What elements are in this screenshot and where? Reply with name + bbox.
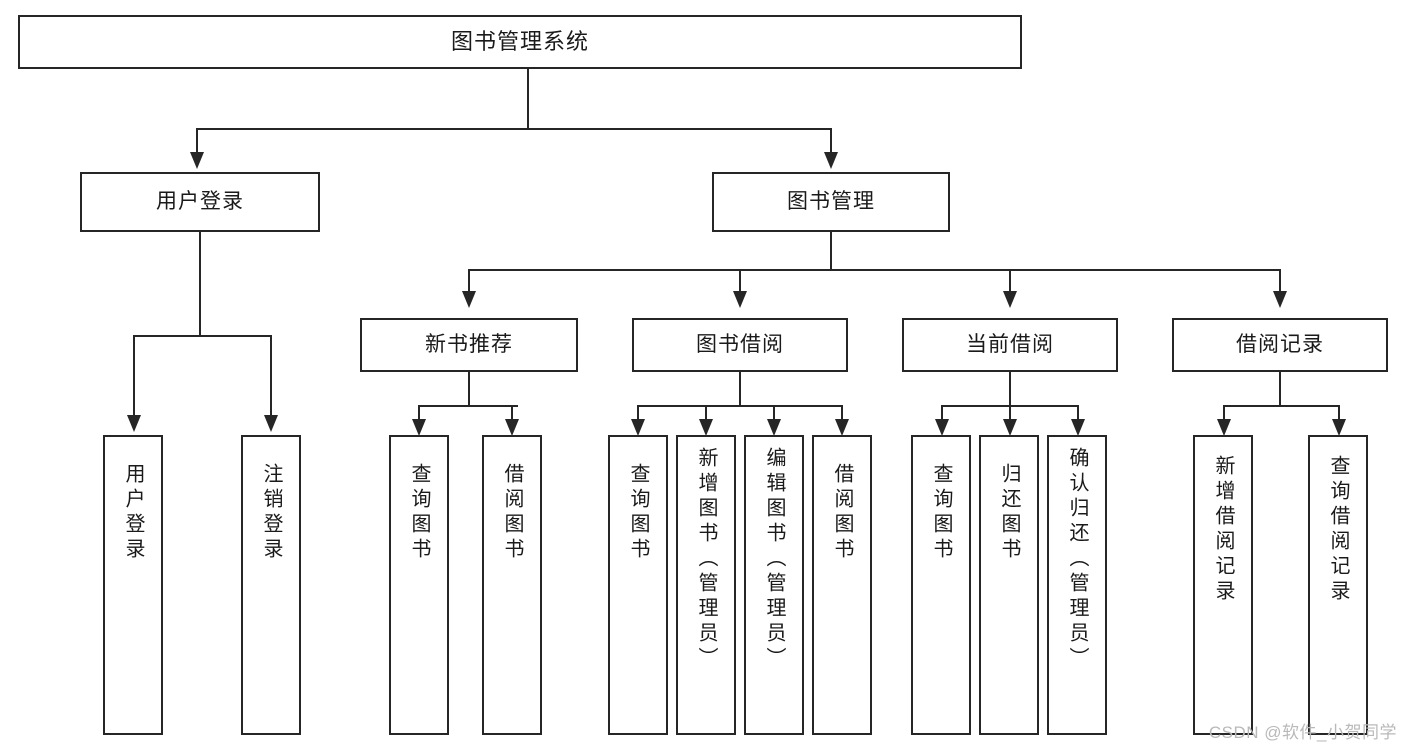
arrowhead-new-book-to-leaf-1 bbox=[412, 419, 426, 436]
leaf-label: 查询图书 bbox=[408, 463, 430, 563]
leaf-label: 用户登录 bbox=[122, 463, 144, 563]
connector-bm-to-borrow-record bbox=[1279, 269, 1281, 293]
arrowhead-book-borrow-to-leaf-3 bbox=[767, 419, 781, 436]
connector-current-borrow-to-leaf-3 bbox=[1077, 405, 1079, 421]
arrowhead-book-borrow-to-leaf-1 bbox=[631, 419, 645, 436]
arrowhead-borrow-record-to-leaf-2 bbox=[1332, 419, 1346, 436]
leaf-book-borrow-borrow-book[interactable]: 借阅图书 bbox=[812, 435, 872, 735]
leaf-label: 编辑图书（管理员） bbox=[763, 447, 785, 672]
arrowhead-book-borrow-to-leaf-2 bbox=[699, 419, 713, 436]
connector-bm-to-current-borrow bbox=[1009, 269, 1011, 293]
arrowhead-current-borrow-to-leaf-3 bbox=[1071, 419, 1085, 436]
node-book-management[interactable]: 图书管理 bbox=[712, 172, 950, 232]
arrowhead-root-to-book-management bbox=[824, 152, 838, 169]
connector-user-login-stem bbox=[199, 232, 201, 336]
leaf-label: 新增图书（管理员） bbox=[695, 447, 717, 672]
leaf-book-borrow-query-book[interactable]: 查询图书 bbox=[608, 435, 668, 735]
node-book-borrow-label: 图书借阅 bbox=[696, 332, 784, 356]
connector-current-borrow-stem bbox=[1009, 372, 1011, 406]
leaf-label: 新增借阅记录 bbox=[1212, 455, 1234, 605]
connector-borrow-record-stem bbox=[1279, 372, 1281, 406]
leaf-current-borrow-query-book[interactable]: 查询图书 bbox=[911, 435, 971, 735]
node-new-book-recommend[interactable]: 新书推荐 bbox=[360, 318, 578, 372]
node-current-borrow-label: 当前借阅 bbox=[966, 332, 1054, 356]
leaf-label: 注销登录 bbox=[260, 463, 282, 563]
leaf-label: 归还图书 bbox=[998, 463, 1020, 563]
leaf-label: 借阅图书 bbox=[831, 463, 853, 563]
node-root-label: 图书管理系统 bbox=[450, 29, 589, 55]
connector-book-borrow-to-leaf-3 bbox=[773, 405, 775, 421]
node-book-management-label: 图书管理 bbox=[787, 189, 875, 213]
arrowhead-bm-to-current-borrow bbox=[1003, 291, 1017, 308]
leaf-book-borrow-edit-book-admin[interactable]: 编辑图书（管理员） bbox=[744, 435, 804, 735]
connector-book-management-stem bbox=[830, 232, 832, 270]
node-user-login[interactable]: 用户登录 bbox=[80, 172, 320, 232]
connector-user-login-to-leaf-2 bbox=[270, 335, 272, 417]
arrowhead-current-borrow-to-leaf-2 bbox=[1003, 419, 1017, 436]
node-borrow-record-label: 借阅记录 bbox=[1236, 332, 1324, 356]
arrowhead-bm-to-borrow-record bbox=[1273, 291, 1287, 308]
node-book-borrow[interactable]: 图书借阅 bbox=[632, 318, 848, 372]
arrowhead-bm-to-book-borrow bbox=[733, 291, 747, 308]
connector-book-management-bus bbox=[468, 269, 1280, 271]
leaf-current-borrow-return-book[interactable]: 归还图书 bbox=[979, 435, 1039, 735]
leaf-user-login-login[interactable]: 用户登录 bbox=[103, 435, 163, 735]
connector-user-login-bus bbox=[133, 335, 271, 337]
arrowhead-user-login-to-leaf-2 bbox=[264, 415, 278, 432]
arrowhead-new-book-to-leaf-2 bbox=[505, 419, 519, 436]
connector-new-book-bus bbox=[418, 405, 518, 407]
connector-book-borrow-stem bbox=[739, 372, 741, 406]
node-current-borrow[interactable]: 当前借阅 bbox=[902, 318, 1118, 372]
leaf-user-login-logout[interactable]: 注销登录 bbox=[241, 435, 301, 735]
connector-book-borrow-to-leaf-1 bbox=[637, 405, 639, 421]
leaf-current-borrow-confirm-return-admin[interactable]: 确认归还（管理员） bbox=[1047, 435, 1107, 735]
arrowhead-current-borrow-to-leaf-1 bbox=[935, 419, 949, 436]
arrowhead-book-borrow-to-leaf-4 bbox=[835, 419, 849, 436]
leaf-label: 查询图书 bbox=[627, 463, 649, 563]
leaf-label: 查询借阅记录 bbox=[1327, 455, 1349, 605]
connector-root-to-book-management bbox=[830, 128, 832, 154]
leaf-label: 确认归还（管理员） bbox=[1066, 447, 1088, 672]
connector-bm-to-new-book bbox=[468, 269, 470, 293]
arrowhead-borrow-record-to-leaf-1 bbox=[1217, 419, 1231, 436]
node-user-login-label: 用户登录 bbox=[156, 189, 244, 213]
leaf-new-book-query-book[interactable]: 查询图书 bbox=[389, 435, 449, 735]
connector-root-bus bbox=[196, 128, 832, 130]
connector-book-borrow-to-leaf-2 bbox=[705, 405, 707, 421]
connector-new-book-to-leaf-2 bbox=[511, 405, 513, 421]
connector-borrow-record-to-leaf-1 bbox=[1223, 405, 1225, 421]
leaf-label: 借阅图书 bbox=[501, 463, 523, 563]
connector-borrow-record-to-leaf-2 bbox=[1338, 405, 1340, 421]
node-new-book-recommend-label: 新书推荐 bbox=[425, 332, 513, 356]
connector-current-borrow-to-leaf-2 bbox=[1009, 405, 1011, 421]
leaf-borrow-record-query-record[interactable]: 查询借阅记录 bbox=[1308, 435, 1368, 735]
connector-bm-to-book-borrow bbox=[739, 269, 741, 293]
arrowhead-bm-to-new-book bbox=[462, 291, 476, 308]
connector-borrow-record-bus bbox=[1223, 405, 1339, 407]
connector-new-book-to-leaf-1 bbox=[418, 405, 420, 421]
leaf-new-book-borrow-book[interactable]: 借阅图书 bbox=[482, 435, 542, 735]
connector-book-borrow-bus bbox=[637, 405, 842, 407]
arrowhead-root-to-user-login bbox=[190, 152, 204, 169]
leaf-borrow-record-add-record[interactable]: 新增借阅记录 bbox=[1193, 435, 1253, 735]
connector-book-borrow-to-leaf-4 bbox=[841, 405, 843, 421]
connector-root-stem bbox=[527, 69, 529, 129]
node-root-book-management-system[interactable]: 图书管理系统 bbox=[18, 15, 1022, 69]
arrowhead-user-login-to-leaf-1 bbox=[127, 415, 141, 432]
node-borrow-record[interactable]: 借阅记录 bbox=[1172, 318, 1388, 372]
leaf-book-borrow-add-book-admin[interactable]: 新增图书（管理员） bbox=[676, 435, 736, 735]
connector-root-to-user-login bbox=[196, 128, 198, 154]
leaf-label: 查询图书 bbox=[930, 463, 952, 563]
connector-current-borrow-to-leaf-1 bbox=[941, 405, 943, 421]
connector-new-book-stem bbox=[468, 372, 470, 406]
connector-user-login-to-leaf-1 bbox=[133, 335, 135, 417]
